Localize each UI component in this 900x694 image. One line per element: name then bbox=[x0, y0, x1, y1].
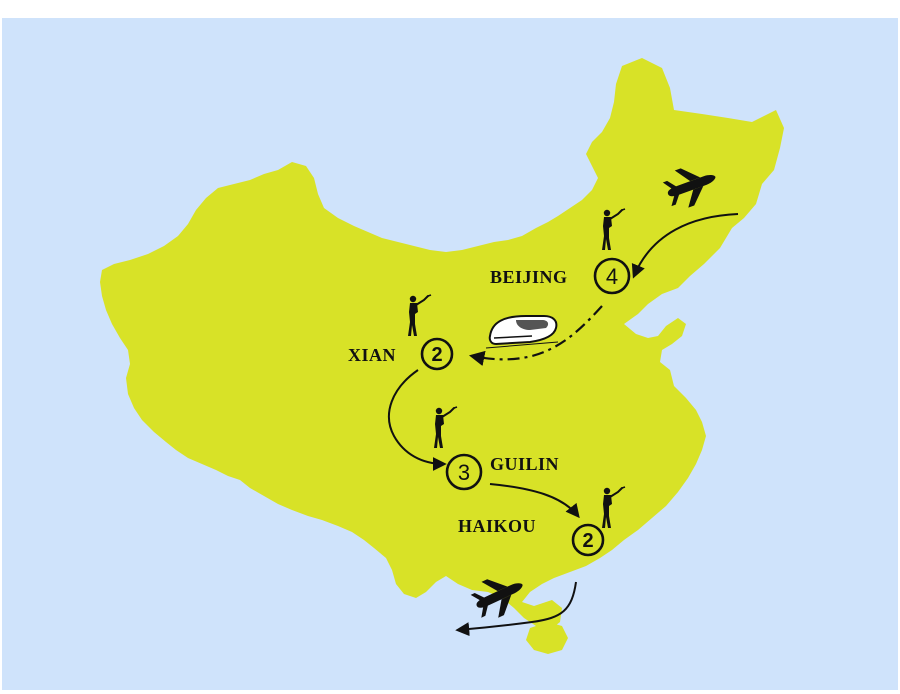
hainan-island bbox=[526, 622, 568, 654]
departure-route bbox=[455, 581, 577, 637]
arrival-route bbox=[631, 213, 739, 279]
stop-haikou: 2 HAIKOU bbox=[458, 516, 605, 557]
train-icon bbox=[485, 315, 559, 349]
nights-count: 2 bbox=[431, 344, 442, 366]
train-route bbox=[468, 305, 603, 366]
route-xian-guilin bbox=[387, 369, 447, 471]
stop-guilin: 3 GUILIN bbox=[445, 453, 559, 491]
city-label: GUILIN bbox=[490, 454, 559, 474]
nights-count: 3 bbox=[458, 460, 470, 485]
stop-xian: 2 XIAN bbox=[348, 337, 454, 371]
city-label: XIAN bbox=[348, 345, 396, 365]
stop-beijing: 4 BEIJING bbox=[490, 257, 631, 295]
map-canvas: 4 BEIJING 2 XIAN 3 GUILIN 2 HAIKOU bbox=[100, 58, 784, 654]
city-label: BEIJING bbox=[490, 267, 568, 287]
nights-count: 4 bbox=[606, 264, 618, 289]
city-label: HAIKOU bbox=[458, 516, 536, 536]
nights-count: 2 bbox=[582, 530, 593, 552]
route-guilin-haikou bbox=[489, 483, 580, 519]
map-frame: 4 BEIJING 2 XIAN 3 GUILIN 2 HAIKOU bbox=[2, 18, 898, 690]
